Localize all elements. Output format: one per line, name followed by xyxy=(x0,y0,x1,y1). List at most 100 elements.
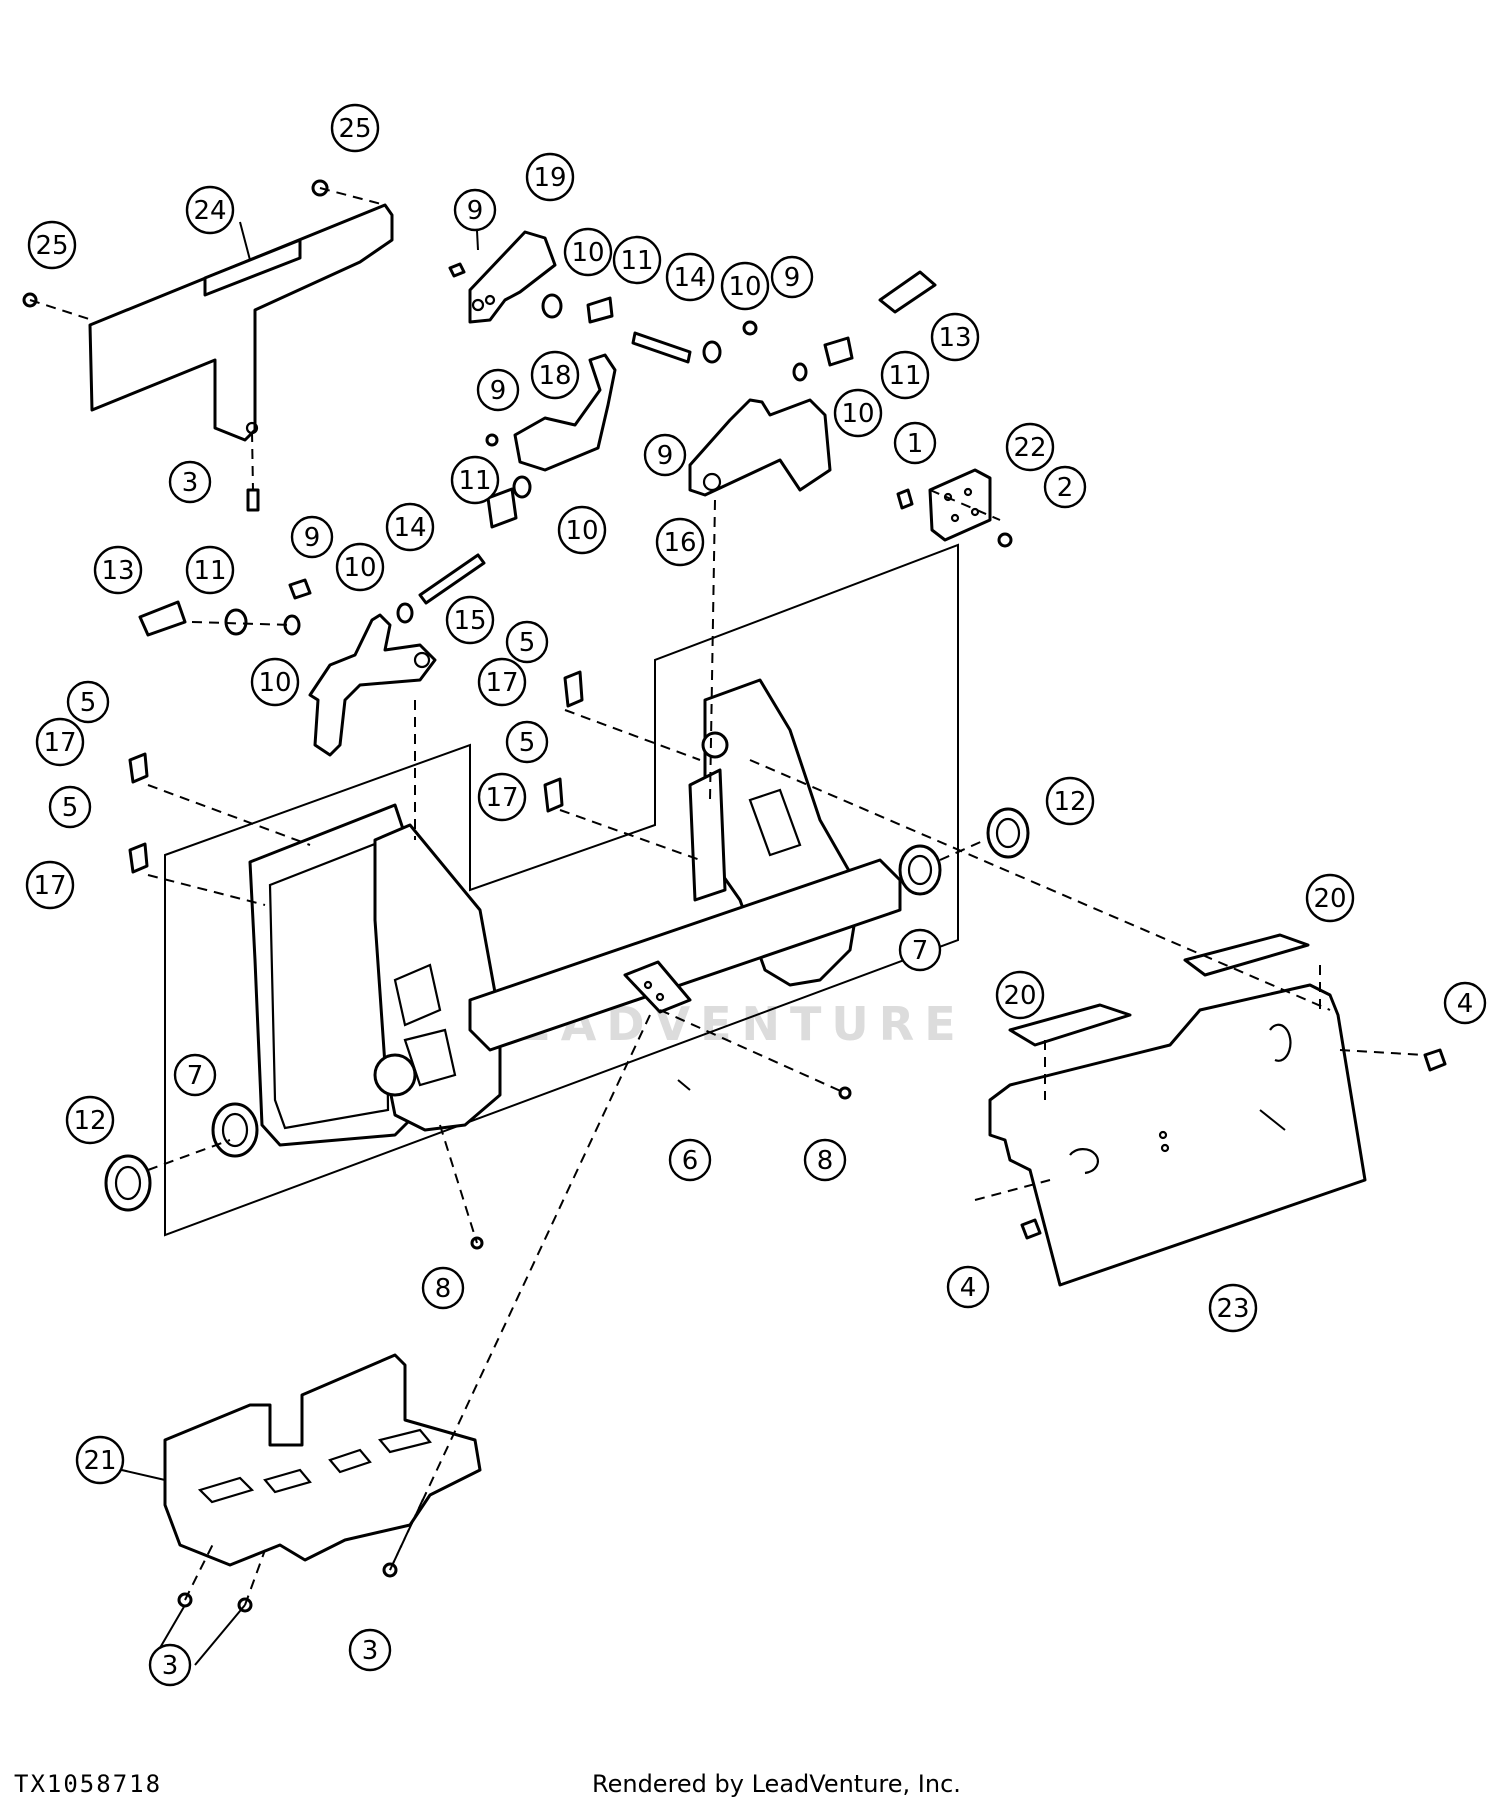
decal-20-left xyxy=(1008,1003,1132,1047)
seal-12-right xyxy=(986,807,1030,859)
callout-c15: 15 xyxy=(445,595,495,645)
callout-c4b: 4 xyxy=(946,1265,990,1309)
cover-23 xyxy=(988,983,1367,1287)
callout-label: 7 xyxy=(912,936,929,966)
callout-circle xyxy=(557,505,607,555)
callout-label: 10 xyxy=(258,668,291,698)
callout-label: 19 xyxy=(533,163,566,193)
bottom-plate-21 xyxy=(163,1353,482,1567)
callout-c14a: 14 xyxy=(665,252,715,302)
callout-c10e: 10 xyxy=(335,542,385,592)
callout-label: 11 xyxy=(888,361,921,391)
callout-label: 23 xyxy=(1216,1294,1249,1324)
callout-circle xyxy=(335,542,385,592)
callout-c20b: 20 xyxy=(995,970,1045,1020)
callout-c12b: 12 xyxy=(65,1095,115,1145)
callout-circle xyxy=(35,717,85,767)
callout-label: 18 xyxy=(538,361,571,391)
callout-c14b: 14 xyxy=(385,502,435,552)
callout-circle xyxy=(898,928,942,972)
callout-c25b: 25 xyxy=(27,220,77,270)
callout-label: 16 xyxy=(663,528,696,558)
callout-circle xyxy=(330,103,380,153)
callout-c9b: 9 xyxy=(770,255,814,299)
callout-c9e: 9 xyxy=(290,515,334,559)
callout-circle xyxy=(421,1266,465,1310)
small-hole-plate xyxy=(623,960,692,1014)
callout-circle xyxy=(66,680,110,724)
callout-c9c: 9 xyxy=(476,368,520,412)
callout-label: 17 xyxy=(33,871,66,901)
callout-label: 11 xyxy=(620,246,653,276)
callout-circle xyxy=(893,421,937,465)
callout-c5d: 5 xyxy=(48,785,92,829)
callout-label: 10 xyxy=(565,516,598,546)
lever-18 xyxy=(513,353,617,472)
callout-circle xyxy=(25,860,75,910)
callout-label: 8 xyxy=(817,1146,834,1176)
alignment-lines xyxy=(29,187,1426,1606)
callout-c21: 21 xyxy=(75,1435,125,1485)
callout-circle xyxy=(185,545,235,595)
callout-circle xyxy=(93,545,143,595)
callout-label: 17 xyxy=(485,783,518,813)
callout-circle xyxy=(505,620,549,664)
callout-circle xyxy=(720,261,770,311)
callout-circle xyxy=(27,220,77,270)
callout-label: 6 xyxy=(682,1146,699,1176)
decal-20-right xyxy=(1183,933,1310,977)
latch-16 xyxy=(688,398,832,497)
callout-c17c: 17 xyxy=(477,772,527,822)
cross-tube xyxy=(468,858,902,1052)
callout-circle xyxy=(445,595,495,645)
callout-label: 9 xyxy=(490,376,507,406)
callout-c2: 2 xyxy=(1043,465,1087,509)
callout-c10c: 10 xyxy=(833,388,883,438)
callout-label: 13 xyxy=(938,323,971,353)
callout-c3a: 3 xyxy=(168,460,212,504)
top-cover-plate xyxy=(88,203,394,442)
callout-circle xyxy=(665,252,715,302)
callout-label: 25 xyxy=(338,114,371,144)
callout-c10f: 10 xyxy=(250,657,300,707)
left-side-plate xyxy=(248,803,412,1147)
callout-c19: 19 xyxy=(525,152,575,202)
callout-circle xyxy=(476,368,520,412)
callout-c10a: 10 xyxy=(563,227,613,277)
callout-label: 5 xyxy=(519,728,536,758)
callout-circle xyxy=(1305,873,1355,923)
credit-text: Rendered by LeadVenture, Inc. xyxy=(592,1770,961,1798)
callout-circle xyxy=(946,1265,990,1309)
callout-label: 12 xyxy=(1053,787,1086,817)
lever-bracket-19 xyxy=(468,230,557,324)
callout-c13b: 13 xyxy=(93,545,143,595)
callout-c17d: 17 xyxy=(25,860,75,910)
callout-label: 3 xyxy=(362,1636,379,1666)
callout-circle xyxy=(530,350,580,400)
callout-c11d: 11 xyxy=(185,545,235,595)
exploded-parts-diagram: LEADVENTURE xyxy=(22,103,1487,1687)
callout-circle xyxy=(1443,981,1487,1025)
callout-c11a: 11 xyxy=(612,235,662,285)
callout-label: 7 xyxy=(187,1061,204,1091)
callout-c18: 18 xyxy=(530,350,580,400)
callout-circle xyxy=(643,433,687,477)
seal-12-left xyxy=(104,1154,152,1212)
callout-circle xyxy=(833,388,883,438)
callout-circle xyxy=(168,460,212,504)
callout-label: 20 xyxy=(1313,884,1346,914)
callout-label: 4 xyxy=(1457,989,1474,1019)
callout-circle xyxy=(477,657,527,707)
callout-c23: 23 xyxy=(1208,1283,1258,1333)
callout-label: 9 xyxy=(784,263,801,293)
callout-label: 13 xyxy=(101,556,134,586)
callout-circle xyxy=(250,657,300,707)
callout-circle xyxy=(1043,465,1087,509)
callout-label: 11 xyxy=(193,556,226,586)
callout-label: 10 xyxy=(571,238,604,268)
callout-label: 2 xyxy=(1057,473,1074,503)
plate-22 xyxy=(928,468,992,542)
callout-c10d: 10 xyxy=(557,505,607,555)
callout-circle xyxy=(477,772,527,822)
callout-c5c: 5 xyxy=(505,720,549,764)
